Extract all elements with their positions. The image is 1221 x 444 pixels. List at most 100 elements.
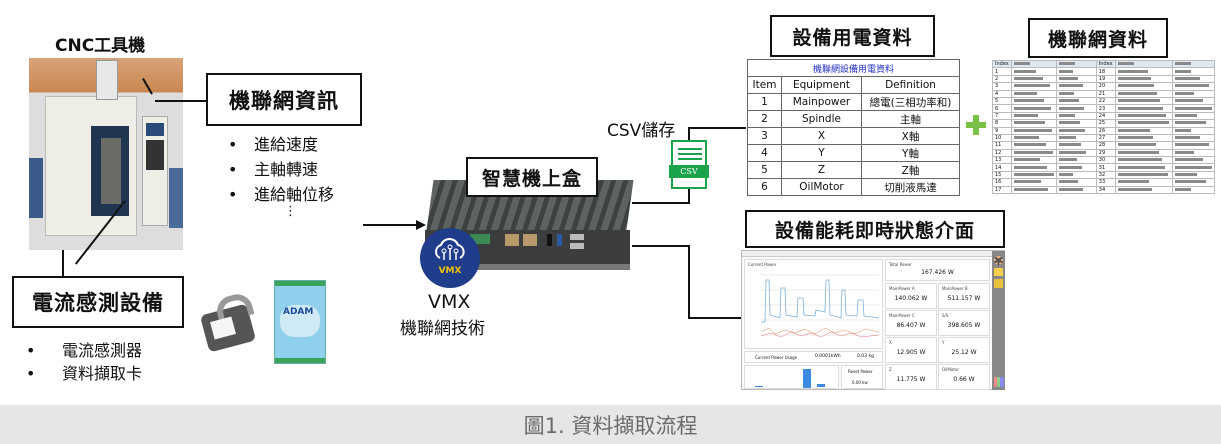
- power-value-cell: OilMotor 0.66 W: [938, 364, 990, 390]
- table-cell: X軸: [861, 127, 960, 145]
- cell-value: 11.775 W: [896, 375, 926, 383]
- sensing-item: •資料擷取卡: [26, 364, 143, 383]
- cell-value: 12.905 W: [896, 348, 926, 356]
- index-cell: 29: [1095, 148, 1116, 158]
- table-cell: Mainpower: [781, 93, 862, 111]
- index-cell: 31: [1095, 163, 1116, 172]
- table-row: 12 29: [992, 148, 1215, 158]
- cell-label: Y: [942, 340, 945, 345]
- settings-gear-icon[interactable]: [994, 256, 1003, 265]
- cnc-title: CNC工具機: [55, 36, 146, 56]
- index-cell: 15: [992, 170, 1012, 180]
- machine-data-box: 機聯網資料: [1028, 18, 1168, 58]
- column-header: Index: [1095, 59, 1116, 69]
- index-cell: 10: [992, 133, 1012, 143]
- adam-logo: ADAM: [283, 307, 314, 317]
- smart-box-label: 智慧機上盒: [466, 157, 598, 197]
- table-cell: 6: [747, 178, 782, 196]
- column-header: Equipment: [781, 76, 862, 94]
- vmx-logo: VMX: [420, 228, 480, 288]
- table-cell: X: [781, 127, 862, 145]
- data-acquisition-module-image: ADAM: [274, 280, 326, 364]
- iot-info-item: •進給軸位移: [228, 185, 335, 204]
- index-cell: 21: [1095, 89, 1116, 98]
- cell-value: 86.407 W: [896, 321, 926, 329]
- index-cell: 33: [1095, 178, 1116, 187]
- power-data-box: 設備用電資料: [770, 15, 935, 57]
- index-cell: 11: [992, 141, 1012, 150]
- vmx-logo-text: VMX: [438, 266, 462, 276]
- index-cell: 17: [992, 185, 1012, 195]
- index-cell: 16: [992, 178, 1012, 187]
- cnc-machine-photo: [29, 58, 183, 250]
- index-cell: 19: [1095, 74, 1116, 84]
- usage-label: Current Power Usage: [755, 355, 798, 360]
- grid-apps-icon[interactable]: [994, 377, 1004, 387]
- iot-info-item: •進給速度: [228, 135, 319, 154]
- current-power-chart: Current Power: [744, 259, 883, 349]
- power-value-cell: MainPower C 86.407 W: [885, 310, 937, 336]
- table-cell: 3: [747, 127, 782, 145]
- cell-value: 0.66 W: [953, 375, 975, 383]
- index-cell: 9: [992, 126, 1012, 135]
- iot-info-item: •主軸轉速: [228, 160, 319, 179]
- sensing-item: •電流感測器: [26, 341, 143, 360]
- cell-label: X: [889, 340, 892, 345]
- reset-power-value: 0.00 kw: [852, 380, 868, 385]
- table-cell: 總電(三相功率和): [861, 93, 960, 111]
- csv-file-icon: CSV: [669, 140, 709, 189]
- chart-title: Current Power: [748, 262, 777, 267]
- iot-info-more: ⋮: [284, 204, 297, 219]
- vmx-title: VMX: [428, 291, 471, 313]
- cell-value: 140.062 W: [894, 294, 928, 302]
- cloud-network-icon: [435, 238, 465, 260]
- cell-label: S/S: [942, 313, 949, 318]
- index-cell: 12: [992, 148, 1012, 158]
- power-line-chart: [760, 274, 880, 338]
- table-cell: Z軸: [861, 161, 960, 179]
- index-cell: 34: [1095, 185, 1116, 195]
- power-table-title: 機聯網設備用電資料: [747, 59, 960, 77]
- table-cell: Z: [781, 161, 862, 179]
- total-power-label: Total Power: [889, 262, 912, 267]
- index-cell: 7: [992, 111, 1012, 121]
- csv-icon-text: CSV: [669, 165, 709, 178]
- total-power-value: 167.426 W: [921, 269, 954, 276]
- cell-label: OilMotor: [942, 367, 959, 372]
- iot-info-box: 機聯網資訊: [206, 73, 362, 126]
- index-cell: 30: [1095, 156, 1116, 165]
- cell-value: 398.605 W: [947, 321, 981, 329]
- folder-icon[interactable]: [994, 268, 1003, 276]
- cell-label: MainPower C: [889, 313, 915, 318]
- cell-label: MainPower B: [942, 286, 968, 291]
- excel-icon[interactable]: [994, 279, 1003, 288]
- power-value-cell: S/S 398.605 W: [938, 310, 990, 336]
- index-cell: 23: [1095, 104, 1116, 113]
- index-cell: 28: [1095, 141, 1116, 150]
- power-value-cell: X 12.905 W: [885, 337, 937, 363]
- power-bar-chart: [744, 365, 839, 389]
- column-header: Definition: [861, 76, 960, 94]
- table-cell: 2: [747, 110, 782, 128]
- arrow-head-icon: [416, 220, 426, 230]
- figure-caption: 圖1. 資料擷取流程: [0, 405, 1221, 444]
- current-clamp-sensor-image: [199, 290, 258, 353]
- reset-power-button[interactable]: Reset Power: [848, 369, 873, 374]
- column-header: Index: [992, 59, 1012, 69]
- index-cell: 3: [992, 82, 1012, 91]
